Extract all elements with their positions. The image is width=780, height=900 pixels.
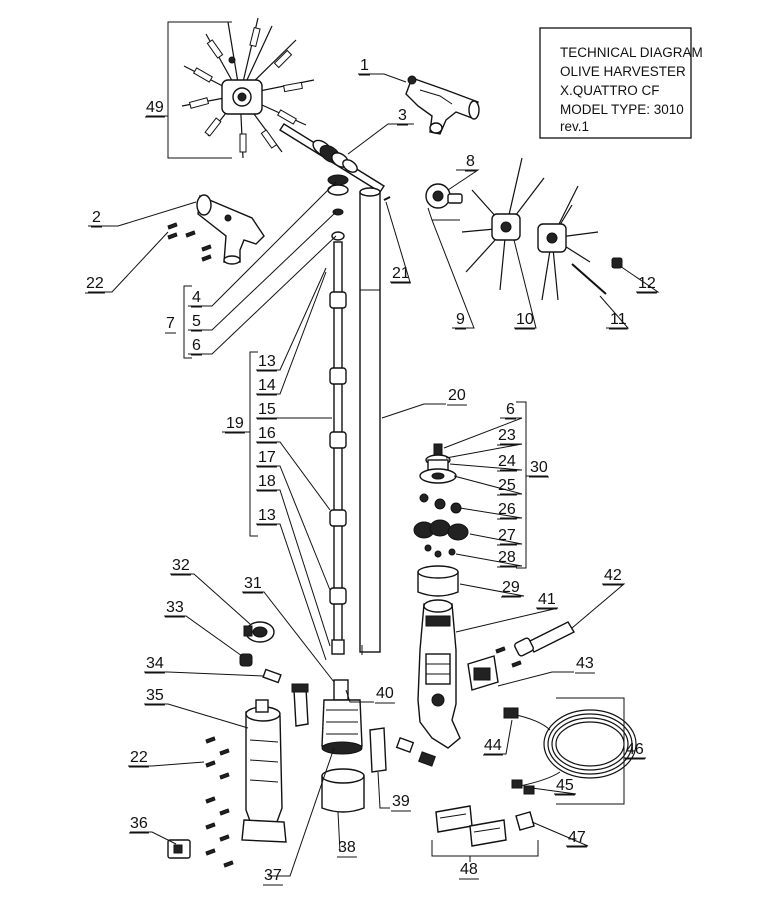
callout-31: 31 [244,575,262,592]
callout-4: 4 [192,289,201,306]
callout-15: 15 [258,401,276,418]
part-39-bracket [369,727,436,773]
part-46-cable [503,707,637,795]
callout-28: 28 [498,549,516,566]
part-43-connector [467,655,499,691]
callout-6-right: 6 [506,401,515,418]
callout-22-lower: 22 [130,749,148,766]
callout-19: 19 [226,415,244,432]
callout-48: 48 [460,861,478,878]
callout-49: 49 [146,99,164,116]
part-49-comb-head [181,17,315,159]
part-28-washers [424,544,456,558]
part-38-sleeve [321,768,365,813]
title-block: TECHNICAL DIAGRAM OLIVE HARVESTER X.QUAT… [539,27,703,139]
callout-5: 5 [192,313,201,330]
part-34-block [262,668,282,684]
part-11-comb-half [537,185,607,301]
callout-7: 7 [166,315,175,332]
callout-1: 1 [360,57,369,74]
callout-43: 43 [576,655,594,672]
callout-18: 18 [258,473,276,490]
callout-20: 20 [448,387,466,404]
title-line-5: rev.1 [560,119,589,134]
title-line-4: MODEL TYPE: 3010 [560,102,684,117]
callout-10: 10 [516,311,534,328]
title-line-2: OLIVE HARVESTER [560,64,686,79]
callout-26: 26 [498,501,516,518]
callout-32: 32 [172,557,190,574]
part-19-inner-shaft [329,241,347,655]
callout-3: 3 [398,107,407,124]
callout-13-upper: 13 [258,353,276,370]
parts-23-25-hub [419,443,457,484]
part-48-battery-clips [435,805,507,847]
callout-labels: 49 1 3 2 22 4 5 6 7 8 9 10 11 12 13 14 1… [85,57,657,886]
callout-6-left: 6 [192,337,201,354]
part-42-cable-gland [514,621,575,657]
callout-14: 14 [258,377,276,394]
callout-24: 24 [498,453,516,470]
callout-44: 44 [484,737,502,754]
callout-29: 29 [502,579,520,596]
part-29-ring [417,565,459,597]
part-1-head-body [405,75,480,135]
part-32-clamp [243,621,275,643]
part-drawings [167,17,637,868]
part-36-switch [167,839,191,859]
callout-2: 2 [92,209,101,226]
part-10-comb-half [461,157,545,291]
parts-4-5-6-bearing-stack [327,174,349,241]
title-line-3: X.QUATTRO CF [560,83,660,98]
part-12-nut [611,257,623,269]
callout-12: 12 [638,275,656,292]
part-26-washers [419,493,462,514]
callout-34: 34 [146,655,164,672]
part-41-motor-housing [417,599,461,749]
callout-17: 17 [258,449,276,466]
callout-11: 11 [610,311,627,328]
callout-13-lower: 13 [258,507,276,524]
callout-47: 47 [568,829,586,846]
callout-37: 37 [264,867,282,884]
callout-46: 46 [626,741,644,758]
callout-25: 25 [498,477,516,494]
part-47-clip [515,811,535,831]
part-22-upper-screws [167,222,212,262]
part-40-motor [321,679,363,755]
part-2-coupling [196,194,265,265]
connector-screws [495,646,522,668]
callout-45: 45 [556,777,574,794]
callout-21: 21 [392,265,410,282]
part-22-lower-screws [205,736,234,868]
callout-39: 39 [392,793,410,810]
callout-36: 36 [130,815,148,832]
part-27-bearings [413,519,469,541]
part-21-pin [383,196,391,201]
callout-33: 33 [166,599,184,616]
callout-30: 30 [530,459,548,476]
callout-27: 27 [498,527,516,544]
callout-42: 42 [604,567,622,584]
part-35-battery-body [241,699,287,843]
part-3-gear-shaft [279,123,385,193]
callout-16: 16 [258,425,276,442]
part-33-nut [239,653,253,667]
callout-23: 23 [498,427,516,444]
leader-lines [88,21,660,877]
part-31-bracket [291,683,309,727]
part-20-carbon-tube [359,187,381,655]
callout-40: 40 [376,685,394,702]
callout-38: 38 [338,839,356,856]
callout-22-upper: 22 [86,275,104,292]
callout-41: 41 [538,591,556,608]
part-8-gear [425,183,463,209]
callout-9: 9 [456,311,465,328]
callout-8: 8 [466,153,475,170]
callout-35: 35 [146,687,164,704]
title-line-1: TECHNICAL DIAGRAM [560,45,703,60]
